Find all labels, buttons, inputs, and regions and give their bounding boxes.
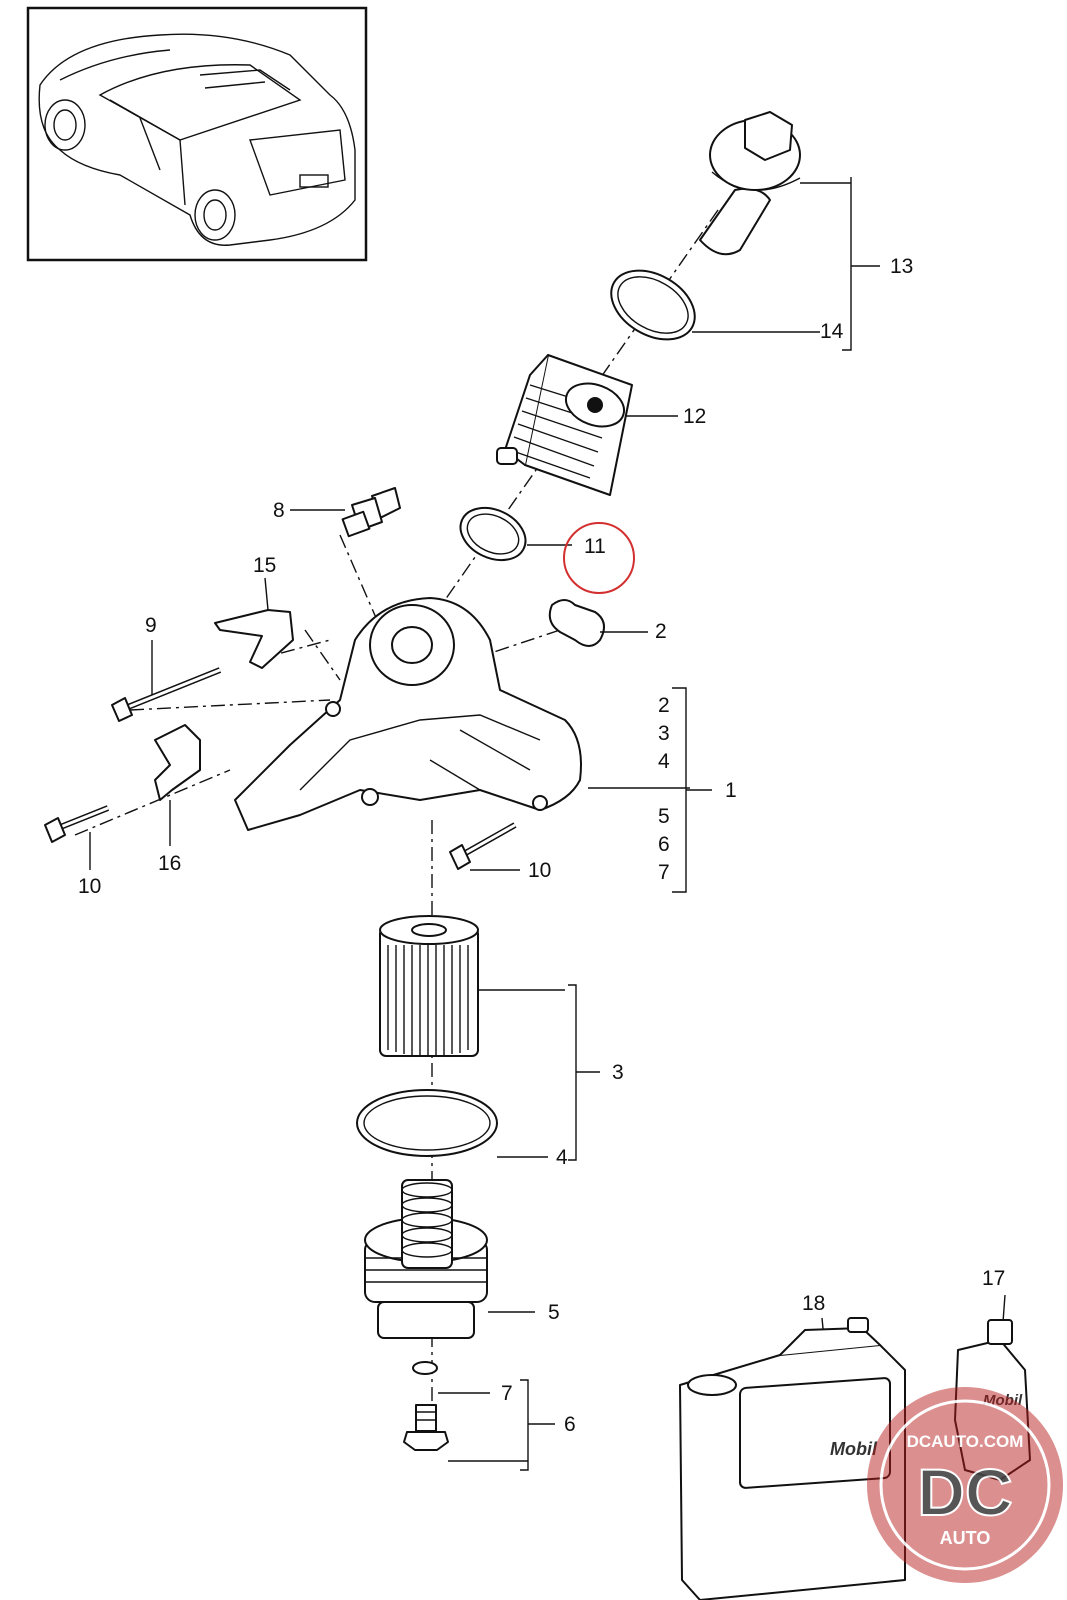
gasket [548, 599, 605, 647]
callout-group-5: 5 [658, 805, 670, 828]
callout-8: 8 [273, 499, 285, 522]
callout-10-left: 10 [78, 875, 101, 898]
watermark-sub: AUTO [940, 1528, 991, 1548]
oil-jerrycan: Mobil [679, 1317, 906, 1600]
callout-9: 9 [145, 614, 157, 637]
bolt-right [449, 822, 517, 870]
callout-labels: 13 14 12 8 11 15 9 2 2 3 4 1 5 6 7 10 16… [78, 255, 1005, 1436]
highlight-circle [563, 522, 635, 594]
cap-o-ring [610, 269, 696, 341]
callout-15: 15 [253, 554, 276, 577]
oil-filler-cap [699, 111, 801, 256]
callout-5: 5 [548, 1301, 560, 1324]
callout-2: 2 [655, 620, 667, 643]
callout-14: 14 [820, 320, 844, 343]
callout-7: 7 [501, 1382, 513, 1405]
leader-lines [89, 177, 1006, 1471]
bracket-upper [214, 609, 294, 669]
vehicle-thumbnail [26, 6, 368, 262]
callout-group-6: 6 [658, 833, 670, 856]
oil-pressure-sensor [341, 487, 401, 538]
callout-11: 11 [584, 535, 606, 558]
callout-6: 6 [564, 1413, 576, 1436]
oil-filter-housing [234, 597, 582, 831]
callout-group-2: 2 [658, 694, 670, 717]
bolt-left [44, 805, 110, 843]
oil-cooler [496, 354, 633, 496]
callout-group-4: 4 [658, 750, 670, 773]
watermark-logo: DC [917, 1455, 1012, 1529]
drain-plug [403, 1404, 449, 1451]
drain-plug-washer [412, 1361, 438, 1375]
callout-18: 18 [802, 1292, 825, 1315]
filter-o-ring [356, 1089, 498, 1157]
long-bolt [111, 667, 222, 722]
dcauto-watermark: DCAUTO.COM DC AUTO [867, 1387, 1063, 1583]
callout-17: 17 [982, 1267, 1005, 1290]
jerrycan-brand: Mobil [830, 1439, 878, 1459]
callout-12: 12 [683, 405, 706, 428]
oil-filter-element [379, 915, 479, 1057]
callout-group-7: 7 [658, 861, 670, 884]
callout-group-3: 3 [658, 722, 670, 745]
watermark-site: DCAUTO.COM [907, 1432, 1024, 1451]
callout-3: 3 [612, 1061, 624, 1084]
seal-ring [459, 506, 527, 562]
callout-10-right: 10 [528, 859, 551, 882]
bracket-lower [154, 724, 201, 801]
callout-16: 16 [158, 852, 181, 875]
callout-13: 13 [890, 255, 913, 278]
callout-4: 4 [556, 1146, 568, 1169]
callout-1: 1 [725, 779, 737, 802]
oil-filter-cap [364, 1179, 488, 1339]
